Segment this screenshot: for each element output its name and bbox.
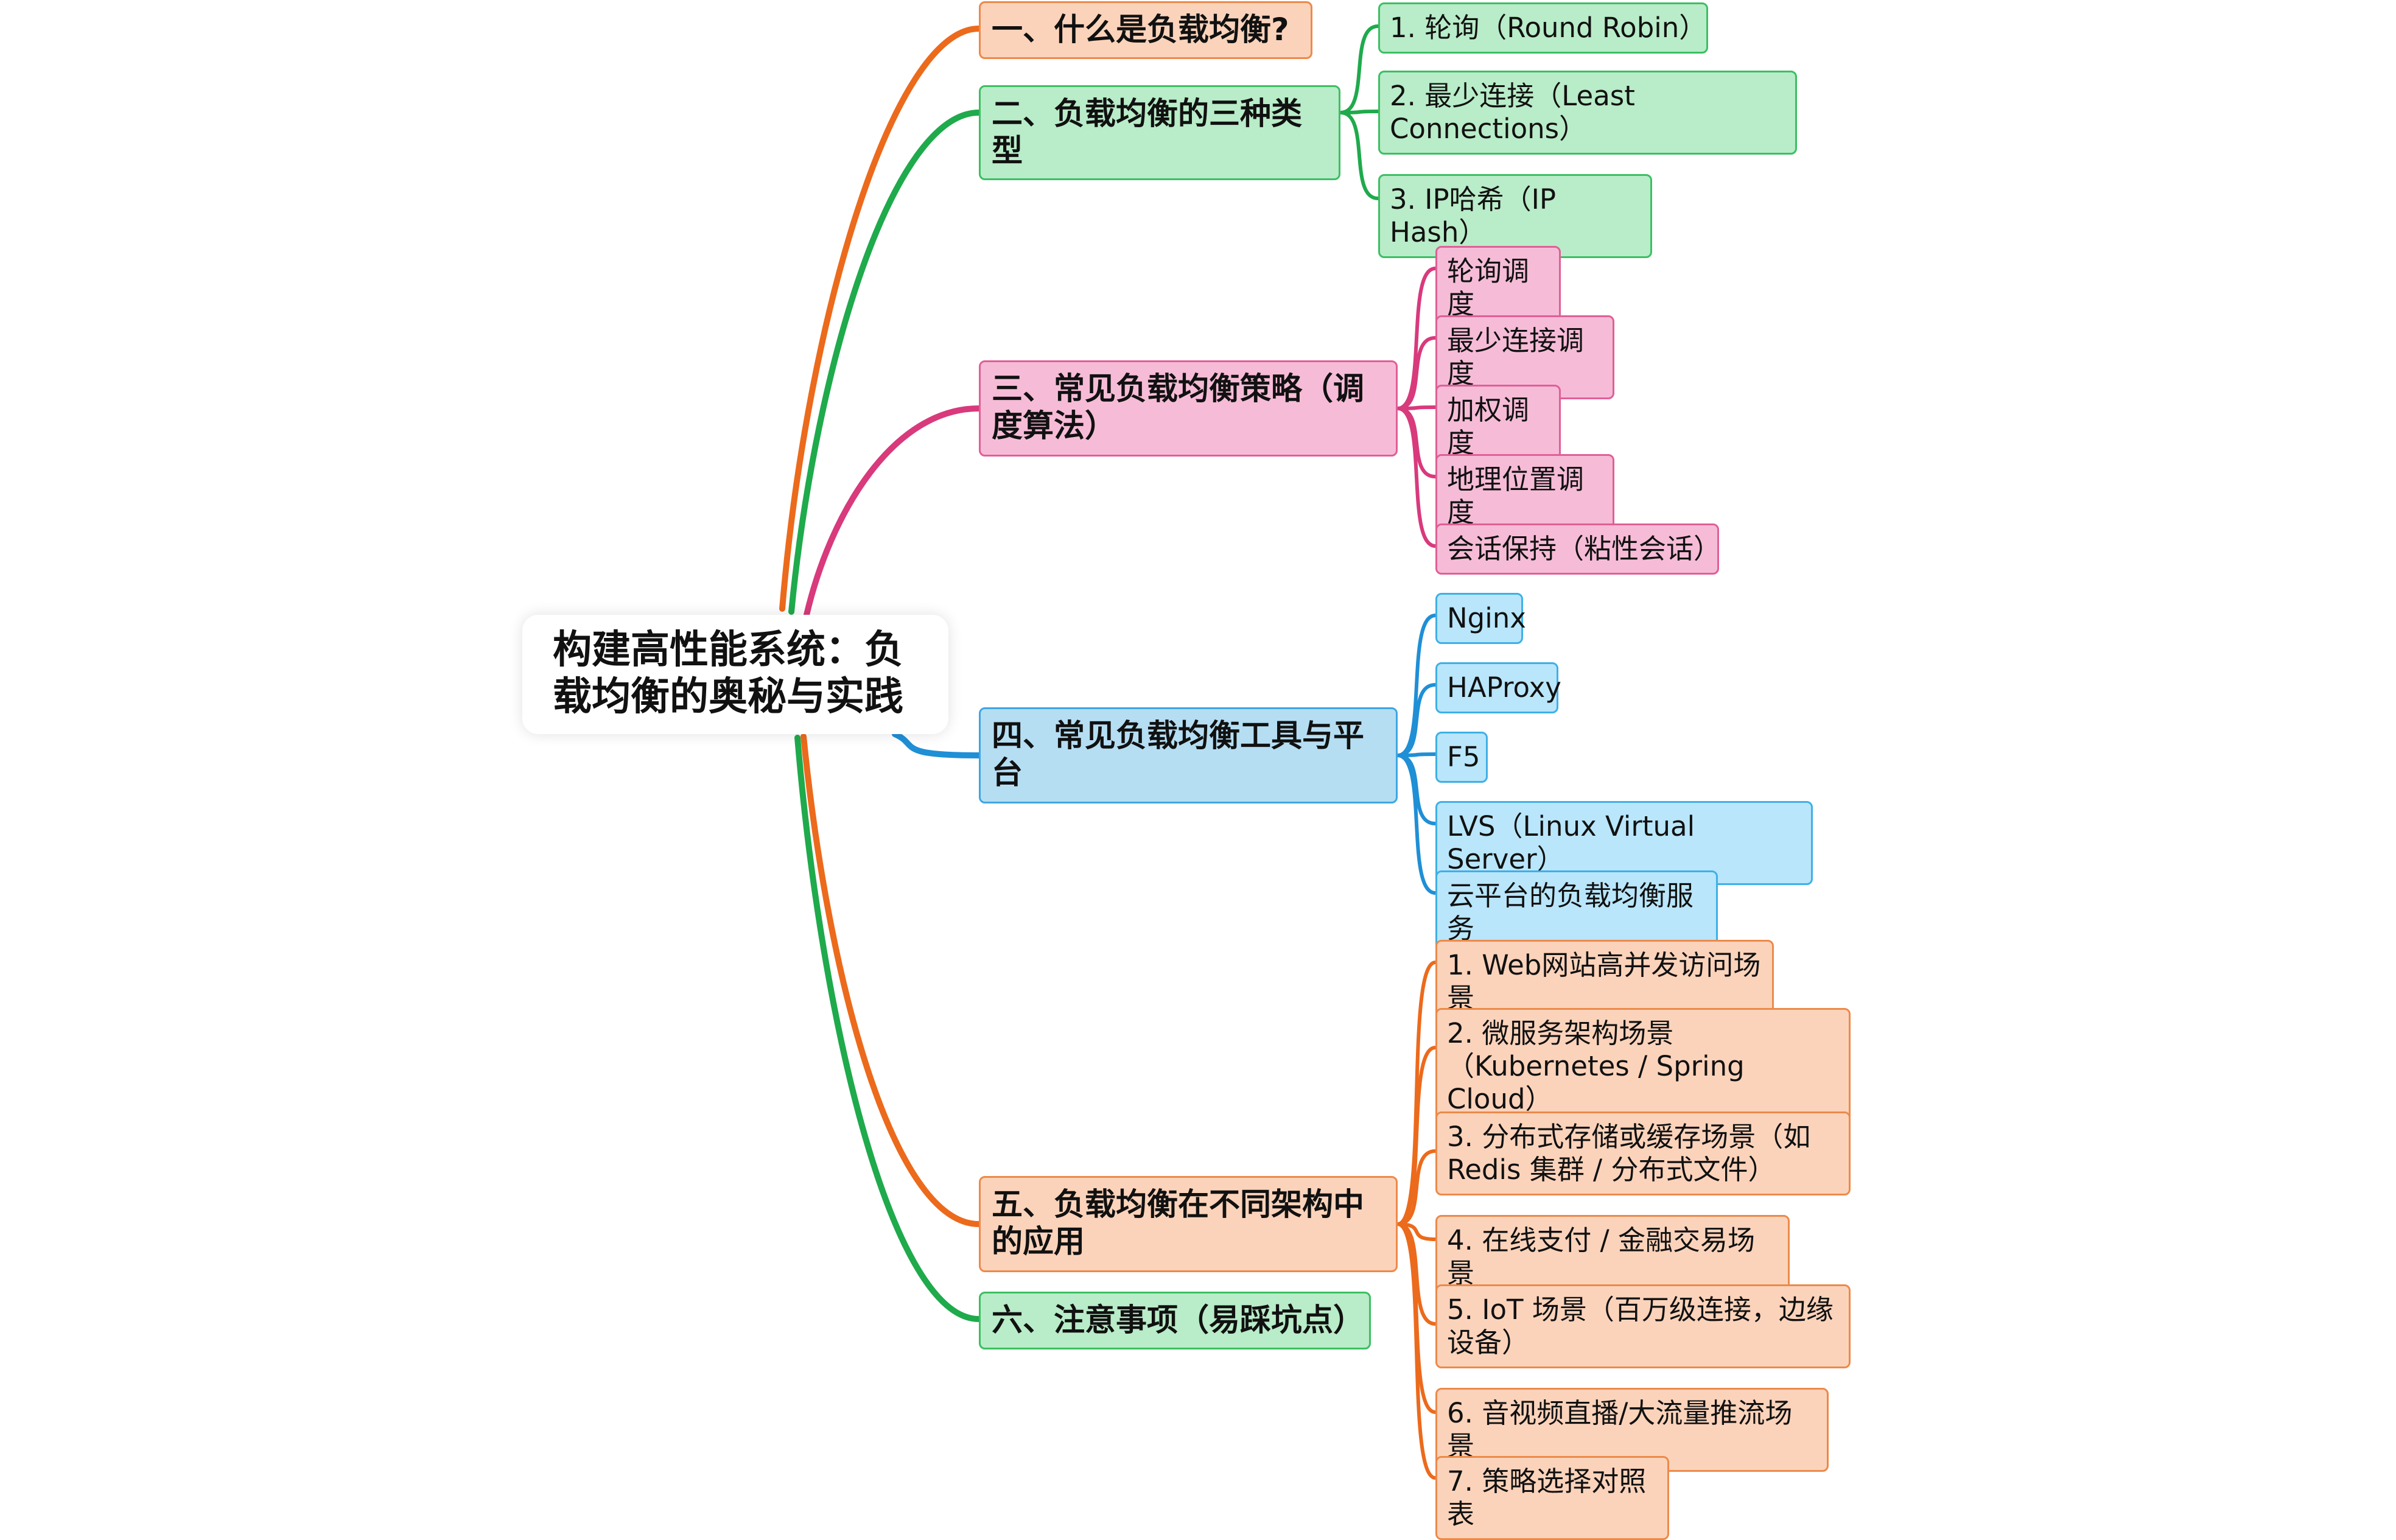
- branch-topic[interactable]: 三、常见负载均衡策略（调度算法）: [979, 360, 1398, 457]
- leaf-topic[interactable]: 2. 最少连接（Least Connections）: [1378, 71, 1797, 155]
- leaf-connector: [1339, 110, 1380, 114]
- leaf-topic[interactable]: 5. IoT 场景（百万级连接，边缘设备）: [1435, 1284, 1851, 1368]
- leaf-topic-label: 1. Web网站高并发访问场景: [1447, 949, 1761, 1014]
- leaf-topic-label: 会话保持（粘性会话）: [1447, 533, 1722, 565]
- leaf-topic-label: 5. IoT 场景（百万级连接，边缘设备）: [1447, 1293, 1834, 1359]
- leaf-topic-label: F5: [1447, 741, 1480, 773]
- leaf-connector: [1396, 683, 1437, 757]
- leaf-topic[interactable]: Nginx: [1435, 593, 1526, 644]
- leaf-connector: [1396, 267, 1437, 410]
- leaf-topic[interactable]: 7. 策略选择对照表: [1435, 1456, 1669, 1540]
- connector-lines: [779, 24, 1437, 1480]
- leaf-connector: [1396, 1222, 1437, 1241]
- leaf-topic-label: Nginx: [1447, 602, 1526, 634]
- branch-topic-label: 一、什么是负载均衡?: [992, 12, 1289, 48]
- root-topic[interactable]: 构建高性能系统：负载均衡的奥秘与实践: [522, 615, 948, 734]
- leaf-topic-label: 轮询调度: [1447, 255, 1530, 320]
- branch-topic[interactable]: 四、常见负载均衡工具与平台: [979, 707, 1398, 803]
- leaf-topic[interactable]: 3. IP哈希（IP Hash）: [1378, 174, 1652, 258]
- leaf-connector: [1396, 405, 1437, 410]
- branch-topic-label: 三、常见负载均衡策略（调度算法）: [992, 371, 1365, 445]
- leaf-topic-label: 7. 策略选择对照表: [1447, 1465, 1647, 1530]
- leaf-topic[interactable]: 2. 微服务架构场景（Kubernetes / Spring Cloud）: [1435, 1008, 1851, 1125]
- leaf-connector: [1396, 614, 1437, 757]
- leaf-topic[interactable]: F5: [1435, 732, 1488, 783]
- leaf-topic[interactable]: 会话保持（粘性会话）: [1435, 523, 1722, 575]
- leaf-connector: [1396, 1222, 1437, 1480]
- leaf-topic-label: LVS（Linux Virtual Server）: [1447, 810, 1695, 875]
- root-topic-label: 构建高性能系统：负载均衡的奥秘与实践: [553, 628, 903, 719]
- leaf-topic-label: 3. IP哈希（IP Hash）: [1390, 183, 1557, 248]
- leaf-topic-label: 2. 微服务架构场景（Kubernetes / Spring Cloud）: [1447, 1017, 1745, 1115]
- leaf-connector: [1396, 754, 1437, 895]
- leaf-topic-label: 加权调度: [1447, 394, 1530, 459]
- branch-topic-label: 六、注意事项（易踩坑点）: [992, 1303, 1365, 1339]
- leaf-topic[interactable]: 3. 分布式存储或缓存场景（如 Redis 集群 / 分布式文件）: [1435, 1111, 1851, 1195]
- branch-connector: [794, 735, 982, 1322]
- leaf-topic-label: 6. 音视频直播/大流量推流场景: [1447, 1397, 1793, 1462]
- branch-connector: [892, 731, 982, 758]
- branch-connector: [779, 26, 982, 612]
- branch-connector: [800, 733, 982, 1227]
- leaf-connector: [1339, 24, 1380, 114]
- leaf-topic[interactable]: 1. 轮询（Round Robin）: [1378, 2, 1708, 54]
- branch-topic[interactable]: 六、注意事项（易踩坑点）: [979, 1292, 1371, 1350]
- branch-connector: [788, 110, 982, 615]
- leaf-topic-label: 2. 最少连接（Least Connections）: [1390, 80, 1635, 145]
- leaf-topic-label: 1. 轮询（Round Robin）: [1390, 12, 1707, 44]
- mind-map: 构建高性能系统：负载均衡的奥秘与实践 一、什么是负载均衡? 二、负载均衡的三种类型…: [522, 1, 1851, 1540]
- leaf-topic-label: 云平台的负载均衡服务: [1447, 880, 1694, 945]
- leaf-connector: [1396, 752, 1437, 757]
- leaf-connector: [1396, 1149, 1437, 1226]
- branch-topic-label: 二、负载均衡的三种类型: [992, 96, 1303, 170]
- branch-topic-label: 五、负载均衡在不同架构中的应用: [992, 1187, 1365, 1261]
- branch-topic[interactable]: 五、负载均衡在不同架构中的应用: [979, 1176, 1398, 1272]
- branch-topic-label: 四、常见负载均衡工具与平台: [992, 718, 1365, 792]
- leaf-connector: [1396, 407, 1437, 548]
- leaf-topic-label: 3. 分布式存储或缓存场景（如 Redis 集群 / 分布式文件）: [1447, 1121, 1811, 1186]
- leaf-topic-label: HAProxy: [1447, 671, 1561, 704]
- branch-topic[interactable]: 二、负载均衡的三种类型: [979, 85, 1340, 181]
- leaf-topic-label: 4. 在线支付 / 金融交易场景: [1447, 1224, 1756, 1289]
- leaf-topic-label: 地理位置调度: [1447, 463, 1585, 528]
- leaf-topic[interactable]: HAProxy: [1435, 662, 1561, 713]
- leaf-connector: [1339, 111, 1380, 200]
- leaf-connector: [1396, 1222, 1437, 1326]
- branch-topic[interactable]: 一、什么是负载均衡?: [979, 1, 1312, 60]
- leaf-connector: [1396, 336, 1437, 410]
- leaf-connector: [1396, 1046, 1437, 1226]
- leaf-topic-label: 最少连接调度: [1447, 324, 1585, 390]
- branch-connector: [804, 405, 982, 618]
